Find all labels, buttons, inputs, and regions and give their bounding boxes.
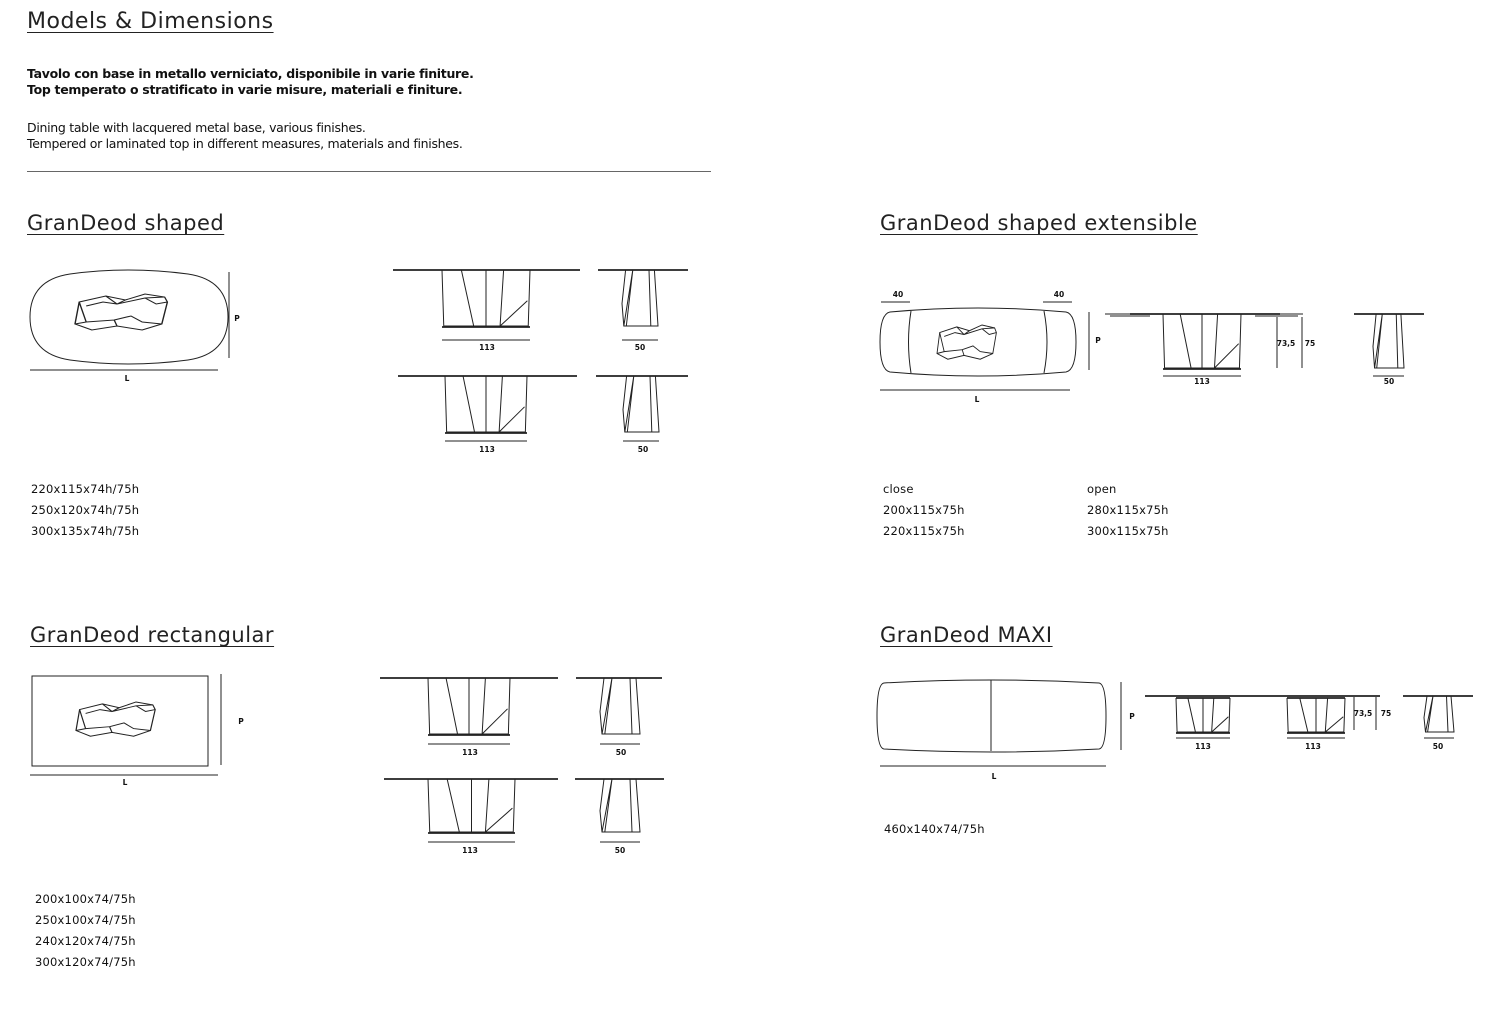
extension-label: 40	[893, 290, 903, 299]
table-base-side	[621, 269, 659, 327]
extension-label: 40	[1054, 290, 1064, 299]
shaped-top-view: P L	[29, 269, 240, 383]
section-title-maxi: GranDeod MAXI	[880, 623, 1053, 647]
dimension-label: 113	[1194, 377, 1210, 386]
size-item: 300x120x74/75h	[35, 955, 136, 969]
english-line: Tempered or laminated top in different m…	[27, 136, 463, 151]
english-line: Dining table with lacquered metal base, …	[27, 120, 366, 135]
maxi-top-view: P L	[876, 679, 1135, 781]
height-label: 73,5	[1277, 339, 1296, 348]
length-label: L	[123, 778, 128, 787]
table-base-side	[622, 375, 660, 433]
size-item: 300x115x75h	[1087, 524, 1169, 538]
size-item: 250x120x74h/75h	[31, 503, 140, 517]
sizes-rectangular: 200x100x74/75h 250x100x74/75h 240x120x74…	[35, 889, 136, 973]
size-item: 300x135x74h/75h	[31, 524, 140, 538]
dimension-label: 113	[462, 846, 478, 855]
length-label: L	[975, 395, 980, 404]
italian-line: Top temperato o stratificato in varie mi…	[27, 82, 463, 97]
dimension-label: 113	[1195, 742, 1211, 751]
length-label: L	[125, 374, 130, 383]
size-item: 200x115x75h	[883, 503, 965, 517]
size-item: 460x140x74/75h	[884, 822, 985, 836]
table-base-front	[1162, 313, 1242, 369]
size-item: 220x115x74h/75h	[31, 482, 140, 496]
divider	[27, 171, 711, 172]
rectangular-top-view: P L	[30, 674, 244, 787]
table-base-side	[599, 778, 641, 833]
sizes-shaped: 220x115x74h/75h 250x120x74h/75h 300x135x…	[31, 479, 139, 542]
section-title-extensible: GranDeod shaped extensible	[880, 211, 1198, 235]
table-base-side	[599, 677, 641, 735]
table-base-side	[1372, 313, 1405, 369]
italian-line: Tavolo con base in metallo verniciato, d…	[27, 66, 474, 81]
depth-label: P	[1129, 712, 1135, 721]
depth-label: P	[1095, 336, 1101, 345]
dimension-label: 113	[479, 343, 495, 352]
table-base-front	[441, 269, 531, 327]
section-title-shaped: GranDeod shaped	[27, 211, 225, 235]
table-base-front	[444, 375, 528, 433]
dimension-label: 50	[638, 445, 648, 454]
extensible-top-view: 40 40 P L	[879, 290, 1101, 404]
italian-description: Tavolo con base in metallo verniciato, d…	[27, 66, 474, 98]
dimension-label: 50	[616, 748, 626, 757]
size-item: 200x100x74/75h	[35, 892, 136, 906]
sizes-maxi: 460x140x74/75h	[884, 819, 985, 840]
dimension-label: 50	[1384, 377, 1394, 386]
size-item: 220x115x75h	[883, 524, 965, 538]
height-label: 73,5	[1354, 709, 1373, 718]
dimension-label: 113	[479, 445, 495, 454]
size-item: 280x115x75h	[1087, 503, 1169, 517]
dimension-label: 50	[635, 343, 645, 352]
open-label: open	[1087, 482, 1117, 496]
dimension-label: 50	[615, 846, 625, 855]
section-title-rectangular: GranDeod rectangular	[30, 623, 275, 647]
table-base-front	[427, 778, 516, 833]
sizes-extensible-open: open 280x115x75h 300x115x75h	[1087, 479, 1169, 542]
close-label: close	[883, 482, 914, 496]
page-title: Models & Dimensions	[27, 9, 274, 34]
table-base-side	[1423, 695, 1455, 733]
size-item: 240x120x74/75h	[35, 934, 136, 948]
size-item: 250x100x74/75h	[35, 913, 136, 927]
sizes-extensible-close: close 200x115x75h 220x115x75h	[883, 479, 965, 542]
dimension-label: 50	[1433, 742, 1443, 751]
dimension-label: 113	[462, 748, 478, 757]
height-label: 75	[1381, 709, 1391, 718]
table-base-front	[427, 677, 511, 735]
depth-label: P	[234, 314, 240, 323]
depth-label: P	[238, 717, 244, 726]
length-label: L	[992, 772, 997, 781]
english-description: Dining table with lacquered metal base, …	[27, 120, 463, 152]
table-base-front	[1175, 697, 1231, 733]
height-label: 75	[1305, 339, 1315, 348]
table-base-front	[1286, 697, 1346, 733]
dimension-label: 113	[1305, 742, 1321, 751]
